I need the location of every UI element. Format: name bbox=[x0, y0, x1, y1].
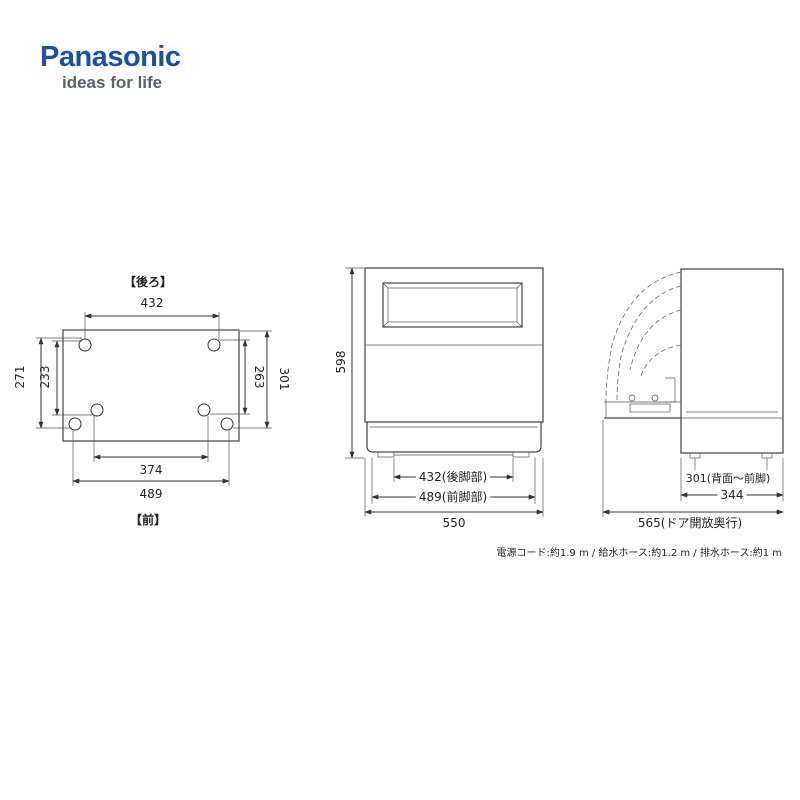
front-body-outline bbox=[364, 267, 544, 423]
dim-front-feet-bg bbox=[415, 488, 491, 505]
brand-name: Panasonic bbox=[40, 41, 181, 73]
dim-body-depth: 344 bbox=[721, 488, 744, 502]
side-view: 301(背面〜前脚) 344 565(ドア開放奥行) bbox=[602, 268, 784, 531]
front-window bbox=[382, 282, 523, 328]
foot-front-right bbox=[220, 417, 234, 431]
dim-door-open-depth-bg bbox=[634, 514, 746, 531]
dim-feet-depth: 301(背面〜前脚) bbox=[686, 471, 771, 485]
dim-front-feet: 489(前脚部) bbox=[419, 489, 487, 504]
foot-mid-left bbox=[90, 403, 104, 417]
front-label: 【前】 bbox=[130, 512, 166, 527]
dim-door-open-depth: 565(ドア開放奥行) bbox=[638, 515, 742, 530]
bottom-view: 【後ろ】 【前】 432 374 489 271 bbox=[13, 274, 291, 527]
dim-rear-feet-bg bbox=[415, 468, 491, 485]
side-body-outline bbox=[680, 268, 784, 454]
brand-logo: Panasonic ideas for life bbox=[40, 41, 181, 92]
dim-total-width-front-bg bbox=[439, 515, 469, 531]
dim-right-inner: 263 bbox=[252, 366, 266, 389]
dim-front-feet-width: 374 bbox=[140, 463, 163, 477]
front-view: 598 432(後脚部) 489(前脚部) 550 bbox=[334, 267, 544, 531]
foot-rear-right bbox=[207, 338, 221, 352]
dim-total-width-front: 550 bbox=[443, 516, 466, 530]
door-arc-outer bbox=[605, 271, 682, 403]
dim-left-outer: 271 bbox=[13, 366, 27, 389]
dim-right-outer: 301 bbox=[277, 368, 291, 391]
dim-height: 598 bbox=[334, 351, 348, 374]
spec-note: 電源コード:約1.9 m / 給水ホース:約1.2 m / 排水ホース:約1 m bbox=[497, 546, 783, 559]
dim-rear-feet-width: 432 bbox=[141, 296, 164, 310]
dim-feet-depth-bg bbox=[682, 470, 774, 486]
dim-total-width: 489 bbox=[140, 487, 163, 501]
dim-left-inner: 233 bbox=[38, 366, 52, 389]
dim-rear-feet: 432(後脚部) bbox=[419, 469, 487, 484]
brand-tagline: ideas for life bbox=[62, 73, 162, 92]
dim-body-depth-bg bbox=[717, 487, 747, 503]
rear-label: 【後ろ】 bbox=[124, 274, 172, 289]
rack bbox=[629, 403, 671, 413]
base-outline bbox=[62, 329, 240, 442]
foot-front-left bbox=[68, 417, 82, 431]
foot-mid-right bbox=[197, 403, 211, 417]
